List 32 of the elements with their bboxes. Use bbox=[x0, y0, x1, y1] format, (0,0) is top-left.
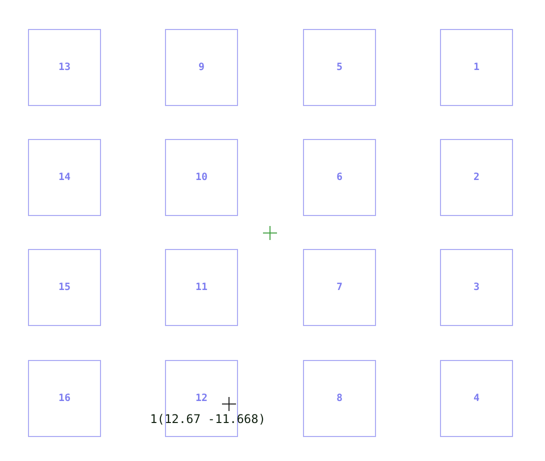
box-number: 8 bbox=[336, 393, 343, 404]
square-box bbox=[28, 29, 101, 106]
square-box bbox=[303, 29, 376, 106]
square-box bbox=[28, 139, 101, 216]
square-box bbox=[303, 139, 376, 216]
box-number: 14 bbox=[58, 172, 71, 183]
box-number: 9 bbox=[198, 62, 205, 73]
box-number: 6 bbox=[336, 172, 343, 183]
box-number: 4 bbox=[473, 393, 480, 404]
box-number: 1 bbox=[473, 62, 480, 73]
square-box bbox=[28, 249, 101, 326]
box-number: 11 bbox=[195, 282, 208, 293]
square-box bbox=[303, 249, 376, 326]
box-number: 16 bbox=[58, 393, 71, 404]
square-box bbox=[440, 360, 513, 437]
square-box bbox=[440, 29, 513, 106]
box-number: 3 bbox=[473, 282, 480, 293]
square-box bbox=[165, 139, 238, 216]
box-number: 15 bbox=[58, 282, 71, 293]
box-number: 7 bbox=[336, 282, 343, 293]
box-number: 5 bbox=[336, 62, 343, 73]
square-box bbox=[165, 29, 238, 106]
box-number: 10 bbox=[195, 172, 208, 183]
square-box bbox=[440, 139, 513, 216]
box-number: 13 bbox=[58, 62, 71, 73]
square-box bbox=[28, 360, 101, 437]
coordinate-label: 1(12.67 -11.668) bbox=[150, 412, 266, 426]
square-box bbox=[440, 249, 513, 326]
square-box bbox=[303, 360, 376, 437]
box-number: 2 bbox=[473, 172, 480, 183]
box-number: 12 bbox=[195, 393, 208, 404]
square-box bbox=[165, 249, 238, 326]
